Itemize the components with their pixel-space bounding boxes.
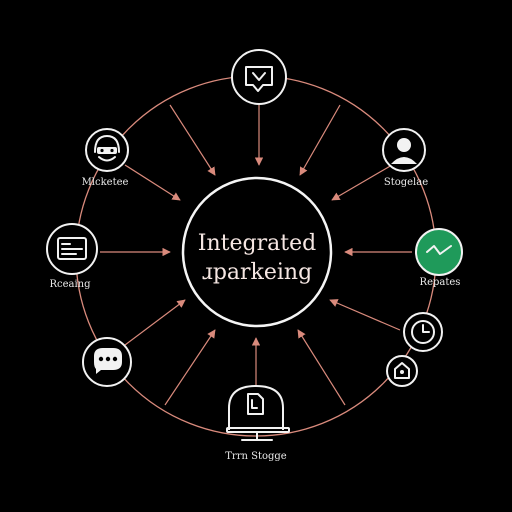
node-right-mid[interactable]	[403, 312, 443, 352]
node-left-low[interactable]	[82, 337, 132, 387]
hub-circle	[181, 176, 333, 328]
hub-title-line-2: ɹparkeing	[202, 260, 312, 285]
arrow-from-left-top	[124, 164, 181, 201]
node-left[interactable]: Rceaing	[46, 223, 98, 290]
node-left-label: Rceaing	[49, 279, 91, 290]
arrow-from-bottom-left	[164, 329, 216, 406]
spoke-arrows	[100, 100, 412, 406]
chat-bubble-icon	[245, 66, 273, 92]
speech-dots-icon	[94, 348, 122, 374]
node-left-top-label: Mlcketee	[82, 177, 129, 188]
check-trend-icon	[426, 245, 452, 255]
node-right-low[interactable]	[386, 355, 418, 387]
helmet-face-icon	[94, 135, 120, 162]
dashboard-screen-icon	[57, 237, 87, 260]
arrow-from-left-low	[124, 299, 186, 346]
person-avatar-icon	[391, 138, 417, 164]
hub-title-line-1: Integrated	[198, 231, 316, 256]
node-right[interactable]: Repates	[415, 228, 463, 288]
arrow-from-right-top	[331, 164, 393, 201]
central-hub: Integrated ɹparkeing	[181, 176, 333, 328]
clock-icon	[411, 320, 435, 344]
node-right-top[interactable]: Stogelae	[382, 128, 428, 188]
arrow-from-bottom-right	[297, 329, 346, 406]
node-right-label: Repates	[420, 277, 461, 288]
node-right-top-label: Stogelae	[384, 177, 428, 188]
node-bottom-label: Trrn Stogge	[225, 451, 287, 462]
node-bottom[interactable]: Trrn Stogge	[225, 384, 290, 462]
arrow-from-top-right	[299, 104, 341, 176]
arrow-from-right-mid	[329, 299, 401, 331]
node-left-top[interactable]: Mlcketee	[82, 128, 129, 188]
arrow-from-top-left	[169, 104, 216, 176]
node-top[interactable]	[231, 49, 287, 105]
monitor-document-icon	[226, 393, 290, 441]
home-badge-icon	[394, 362, 410, 379]
